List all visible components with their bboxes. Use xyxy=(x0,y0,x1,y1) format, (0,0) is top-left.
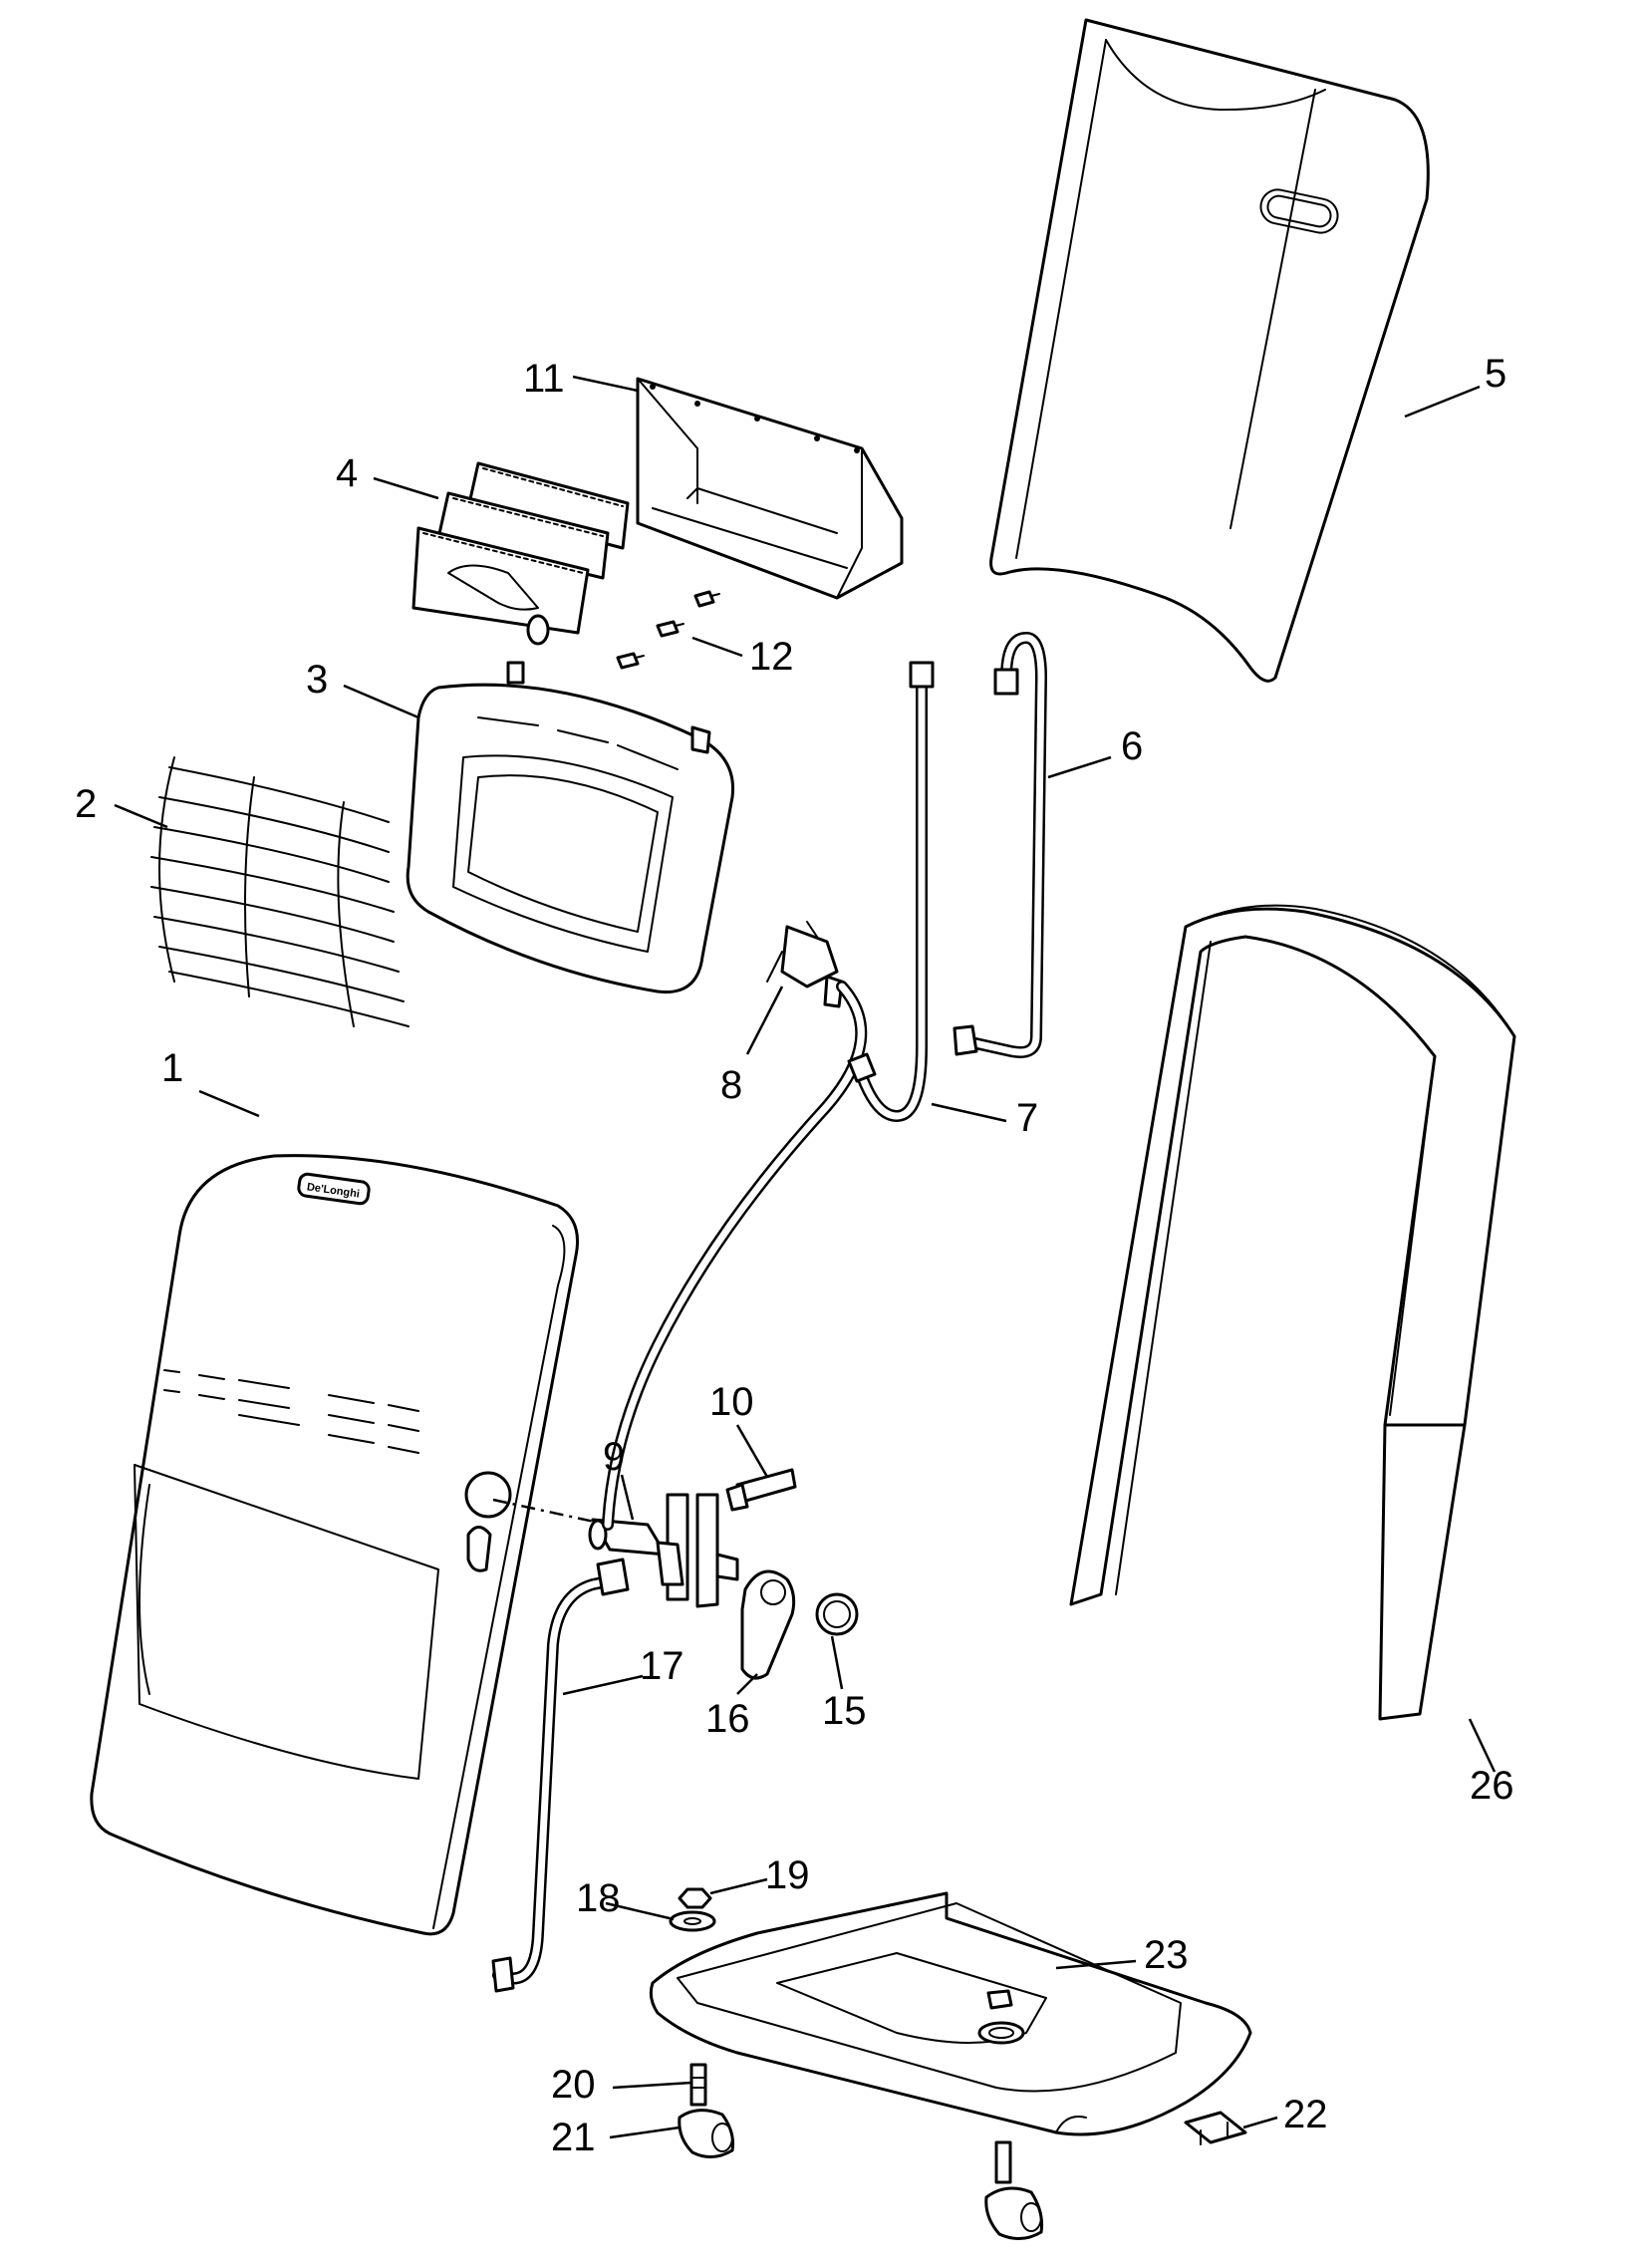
callout-2: 2 xyxy=(75,782,97,826)
part-17-supply-pipe xyxy=(491,1558,630,1993)
callout-19: 19 xyxy=(765,1853,810,1897)
callout-16: 16 xyxy=(705,1697,750,1741)
part-2-wire-guard xyxy=(150,756,410,1027)
part-1-front-casing: De'Longhi xyxy=(90,1154,579,1936)
part-12-injectors xyxy=(616,590,720,670)
part-3-front-frame xyxy=(406,661,735,994)
callout-3: 3 xyxy=(306,658,328,702)
part-21-caster-wheel xyxy=(678,2109,734,2158)
callout-9: 9 xyxy=(603,1435,625,1479)
callout-6: 6 xyxy=(1121,724,1143,768)
callout-18: 18 xyxy=(576,1876,621,1920)
callout-8: 8 xyxy=(720,1063,742,1107)
part-10-fitting xyxy=(725,1468,797,1512)
callout-15: 15 xyxy=(822,1689,867,1733)
part-7-gas-pipe xyxy=(847,661,935,1122)
part-4-burner-plates xyxy=(411,461,630,646)
part-6-curved-pipe xyxy=(953,632,1047,1058)
callout-22: 22 xyxy=(1283,2093,1328,2136)
callout-numbers: 1 2 3 4 5 6 7 8 9 10 11 12 15 16 17 18 1… xyxy=(75,352,1514,2159)
callout-21: 21 xyxy=(551,2116,596,2159)
part-11-burner-housing xyxy=(636,377,904,600)
part-21-caster-wheel-front xyxy=(984,2140,1043,2240)
part-19-nut xyxy=(678,1887,712,1909)
part-18-washer xyxy=(669,1910,716,1932)
part-23-base-tray xyxy=(649,1891,1252,2136)
callout-11: 11 xyxy=(523,357,565,401)
callout-10: 10 xyxy=(709,1380,754,1424)
pilot-gas-tube xyxy=(602,981,868,1531)
leader-lines xyxy=(114,375,1497,2139)
callout-7: 7 xyxy=(1016,1096,1038,1140)
callout-1: 1 xyxy=(161,1046,183,1090)
part-20-caster-stem xyxy=(689,2063,707,2107)
callout-20: 20 xyxy=(551,2063,596,2107)
callout-17: 17 xyxy=(640,1644,684,1688)
callout-23: 23 xyxy=(1144,1933,1189,1977)
part-8-pilot-assembly xyxy=(766,921,844,1008)
part-26-side-frame xyxy=(1069,904,1516,1721)
callout-26: 26 xyxy=(1470,1764,1514,1808)
part-22-bracket xyxy=(1184,2111,1247,2145)
callout-5: 5 xyxy=(1485,352,1506,396)
part-5-rear-panel xyxy=(989,18,1430,683)
callout-12: 12 xyxy=(749,635,794,679)
callout-4: 4 xyxy=(336,451,358,495)
part-16-knob-lever xyxy=(740,1569,796,1680)
assembly-axis-line xyxy=(492,1498,609,1527)
part-15-knob-cap xyxy=(815,1592,859,1636)
